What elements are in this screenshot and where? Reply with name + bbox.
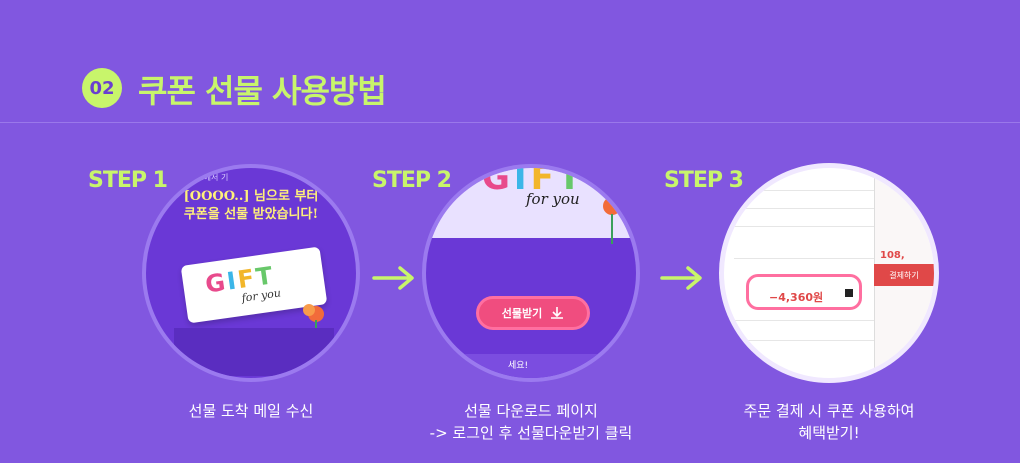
arrow-right-icon	[372, 266, 414, 290]
step-2-image: GIFT for you 선물받기 세요!	[426, 168, 636, 378]
download-icon	[551, 307, 564, 319]
coupon-info-box	[174, 328, 334, 376]
discount-amount: −4,360원	[769, 291, 824, 304]
checkout-button[interactable]: 결제하기	[874, 264, 934, 286]
section-number-badge: 02	[82, 68, 122, 108]
download-gift-button-label: 선물받기	[501, 307, 543, 320]
step-1-image: SSG.COM에서 기 [OOOO..] 님으로 부터 쿠폰을 선물 받았습니다…	[146, 168, 356, 378]
gift-message-line-1: [OOOO..] 님으로 부터	[183, 189, 319, 204]
checkout-button-label: 결제하기	[889, 270, 919, 280]
gift-banner	[426, 168, 636, 238]
step-2-caption-line-1: 선물 다운로드 페이지	[464, 402, 598, 420]
header-divider	[0, 122, 1020, 123]
row-divider	[734, 190, 874, 191]
gift-banner-title: GIFT	[482, 168, 586, 198]
coupon-discount-highlight: −4,360원	[746, 274, 862, 310]
step-3-label: STEP 3	[664, 168, 744, 193]
step-1-label: STEP 1	[88, 168, 168, 193]
section-header: 02 쿠폰 선물 사용방법	[0, 0, 1020, 122]
arrow-right-icon	[660, 266, 702, 290]
row-divider	[734, 258, 874, 259]
gift-message: [OOOO..] 님으로 부터 쿠폰을 선물 받았습니다!	[146, 188, 356, 224]
section-title: 쿠폰 선물 사용방법	[138, 72, 387, 110]
page-bottom-band	[426, 354, 636, 378]
gift-banner-subtitle: for you	[526, 190, 580, 208]
step-3-caption-line-1: 주문 결제 시 쿠폰 사용하여	[743, 402, 915, 420]
download-gift-button[interactable]: 선물받기	[476, 296, 590, 330]
step-3-caption-line-2: 혜택받기!	[798, 424, 860, 442]
step-3-image: 108, 결제하기 −4,360원	[724, 168, 934, 378]
row-divider	[734, 320, 874, 321]
step-1-caption: 선물 도착 메일 수신	[111, 400, 391, 422]
flower-icon	[603, 194, 626, 244]
flower-icon	[303, 304, 324, 336]
plus-icon	[845, 289, 853, 297]
coupon-info-box	[426, 238, 636, 250]
page-bottom-text: 세요!	[508, 361, 529, 371]
row-divider	[734, 226, 874, 227]
step-2-caption: 선물 다운로드 페이지 -> 로그인 후 선물다운받기 클릭	[391, 400, 671, 444]
row-divider	[734, 208, 874, 209]
step-3-caption: 주문 결제 시 쿠폰 사용하여 혜택받기!	[689, 400, 969, 444]
row-divider	[734, 340, 874, 341]
step-1-caption-line-1: 선물 도착 메일 수신	[188, 402, 314, 420]
order-total-amount: 108,	[880, 250, 905, 261]
mail-header-text: SSG.COM에서 기	[166, 173, 229, 182]
gift-message-line-2: 쿠폰을 선물 받았습니다!	[183, 207, 319, 222]
step-2-caption-line-2: -> 로그인 후 선물다운받기 클릭	[429, 424, 633, 442]
